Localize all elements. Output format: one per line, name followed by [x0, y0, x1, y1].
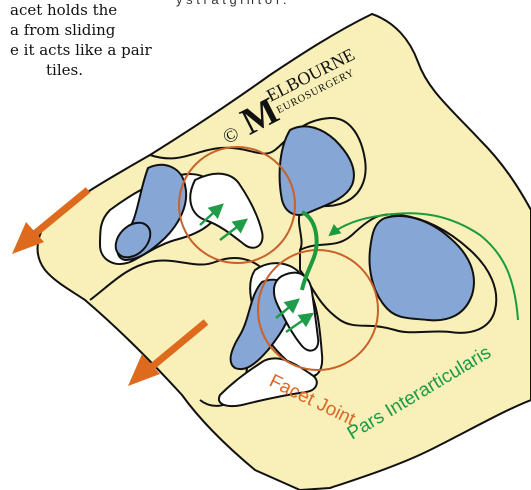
clipped-top-text: y s t r a t g i h t o f . [176, 0, 287, 7]
